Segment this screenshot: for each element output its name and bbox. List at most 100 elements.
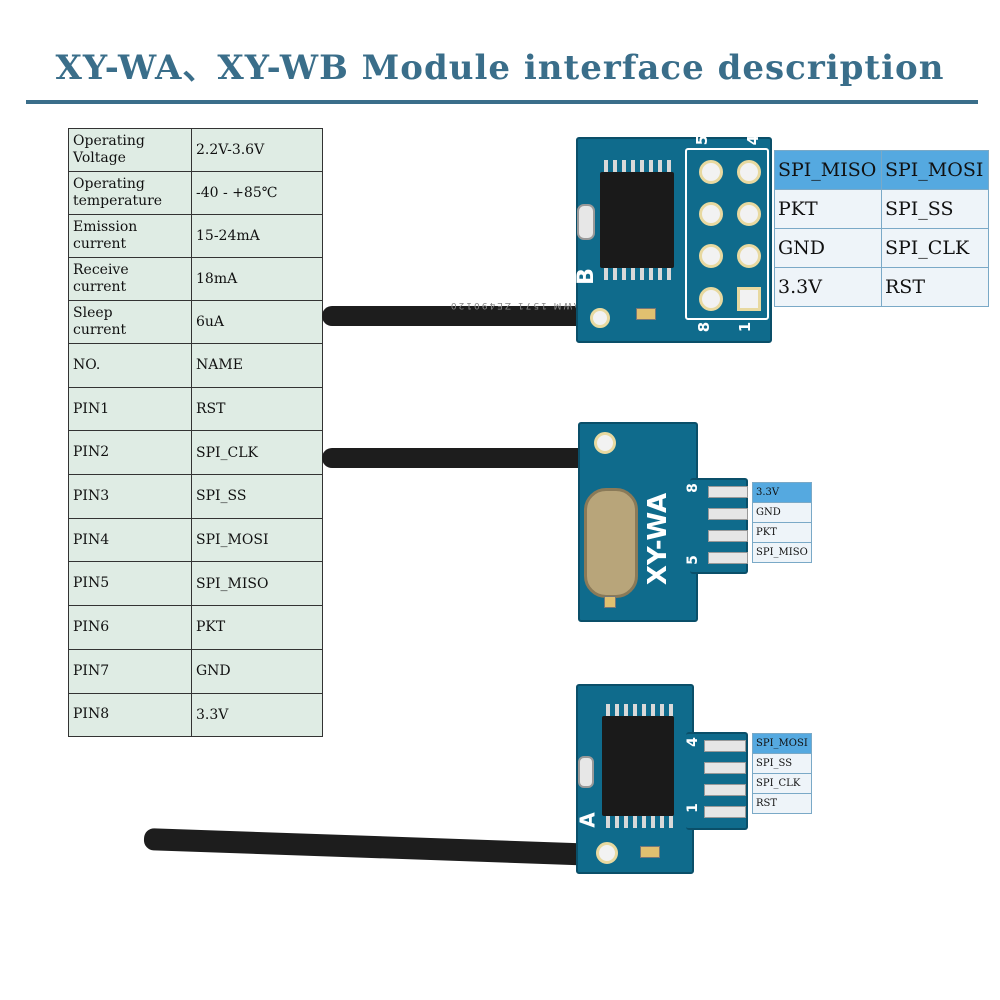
ic-pin bbox=[604, 160, 608, 172]
header-pin-1 bbox=[737, 287, 761, 311]
spec-label: Emission current bbox=[68, 214, 192, 258]
pin-label: SPI_SS bbox=[752, 753, 812, 774]
title-underline bbox=[26, 100, 978, 104]
ic-pin bbox=[604, 268, 608, 280]
ic-pin bbox=[622, 268, 626, 280]
pin-label: 3.3V bbox=[752, 482, 812, 503]
ic-pin bbox=[640, 268, 644, 280]
antenna-solder-pad bbox=[594, 432, 616, 454]
ic-pin bbox=[613, 268, 617, 280]
spec-value: GND bbox=[191, 648, 323, 694]
spec-label: NO. bbox=[68, 343, 192, 388]
pin-label: SPI_CLK bbox=[752, 773, 812, 794]
ic-pin bbox=[615, 704, 619, 716]
spec-label: Receive current bbox=[68, 257, 192, 301]
ic-pin bbox=[606, 816, 610, 828]
spec-label: PIN2 bbox=[68, 430, 192, 476]
edge-pin bbox=[704, 762, 746, 774]
pin-label: SPI_SS bbox=[881, 189, 989, 229]
spec-label: Operating Voltage bbox=[68, 128, 192, 172]
edge-pin bbox=[708, 486, 748, 498]
board-mount-hole bbox=[577, 204, 595, 240]
pin-row: SPI_SS bbox=[752, 753, 812, 774]
header-pin bbox=[699, 202, 723, 226]
pin-label: RST bbox=[881, 267, 989, 307]
spec-value: 6uA bbox=[191, 300, 323, 344]
crystal-oscillator bbox=[584, 488, 638, 598]
spec-label: PIN1 bbox=[68, 386, 192, 432]
edge-pin bbox=[708, 552, 748, 564]
cable-print: AWM 1571 ZE490120 bbox=[448, 300, 580, 310]
header-pin bbox=[699, 287, 723, 311]
silk-label-1: 1 bbox=[684, 803, 701, 813]
antenna-cable-middle bbox=[322, 448, 602, 468]
ic-pin bbox=[624, 704, 628, 716]
silk-label-8: 8 bbox=[684, 483, 701, 493]
pin-label: 3.3V bbox=[774, 267, 882, 307]
pin-label: SPI_MISO bbox=[752, 542, 812, 563]
smd-component bbox=[636, 308, 656, 320]
spec-label: PIN7 bbox=[68, 648, 192, 694]
ic-pin bbox=[633, 816, 637, 828]
ic-pin bbox=[667, 268, 671, 280]
ic-pin bbox=[658, 268, 662, 280]
edge-pin bbox=[708, 508, 748, 520]
ic-pin bbox=[622, 160, 626, 172]
silk-module-name: XY-WA bbox=[643, 492, 674, 586]
ic-pin bbox=[613, 160, 617, 172]
pin-label: SPI_CLK bbox=[881, 228, 989, 268]
ic-pin bbox=[606, 704, 610, 716]
edge-pin bbox=[704, 740, 746, 752]
header-pin bbox=[737, 202, 761, 226]
spec-label: PIN3 bbox=[68, 474, 192, 519]
spec-value: SPI_SS bbox=[191, 474, 323, 519]
antenna-cable-bottom bbox=[143, 828, 605, 867]
ic-pin bbox=[651, 816, 655, 828]
pin-label: GND bbox=[752, 502, 812, 523]
module-a-ic bbox=[602, 716, 674, 816]
ic-pin bbox=[658, 160, 662, 172]
ic-pin bbox=[642, 704, 646, 716]
spec-value: 18mA bbox=[191, 257, 323, 301]
pin-label: PKT bbox=[752, 522, 812, 543]
spec-label: PIN6 bbox=[68, 605, 192, 650]
spec-value: NAME bbox=[191, 343, 323, 388]
spec-value: 2.2V-3.6V bbox=[191, 128, 323, 172]
spec-value: SPI_CLK bbox=[191, 430, 323, 476]
smd-component bbox=[640, 846, 660, 858]
silk-label-8: 8 bbox=[695, 321, 714, 333]
header-pin bbox=[699, 244, 723, 268]
pin-label: PKT bbox=[774, 189, 882, 229]
module-b-ic bbox=[600, 172, 674, 268]
ic-pin bbox=[642, 816, 646, 828]
smd-component bbox=[604, 596, 616, 608]
ic-pin bbox=[624, 816, 628, 828]
silk-label-4: 4 bbox=[684, 737, 701, 747]
page-title: XY-WA、XY-WB Module interface description bbox=[55, 48, 945, 88]
ic-pin bbox=[669, 816, 673, 828]
antenna-solder-pad bbox=[590, 308, 610, 328]
spec-value: -40 - +85℃ bbox=[191, 171, 323, 215]
silk-label-b: B bbox=[573, 268, 599, 285]
spec-label: PIN8 bbox=[68, 692, 192, 738]
antenna-cable-top bbox=[322, 306, 612, 326]
pin-label: SPI_MISO bbox=[774, 150, 882, 190]
edge-pin bbox=[704, 784, 746, 796]
ic-pin bbox=[649, 160, 653, 172]
ic-pin bbox=[615, 816, 619, 828]
header-pin bbox=[737, 160, 761, 184]
